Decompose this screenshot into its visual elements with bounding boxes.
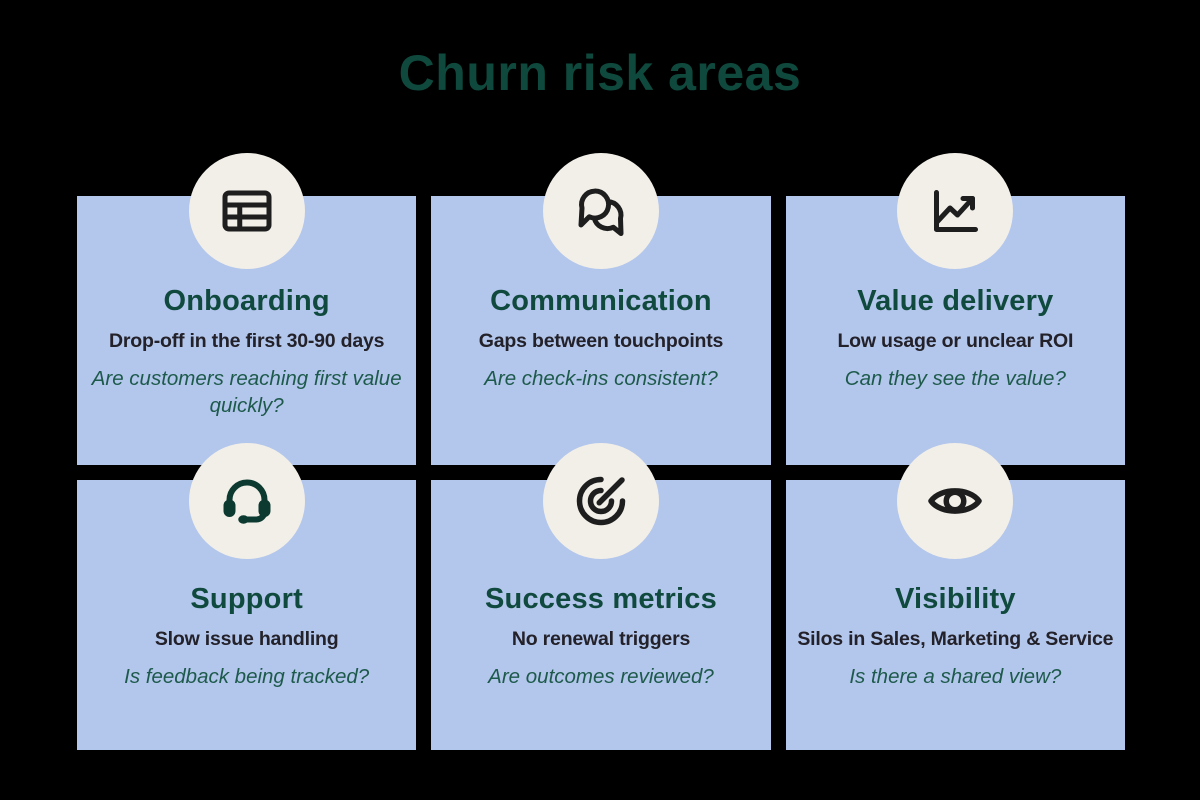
eye-icon <box>928 488 983 514</box>
icon-circle <box>188 443 305 559</box>
icon-circle <box>897 153 1014 269</box>
card-title: Visibility <box>894 583 1016 615</box>
icon-circle <box>897 443 1014 559</box>
card-subtitle: Slow issue handling <box>154 628 339 650</box>
card-subtitle: Silos in Sales, Marketing & Service <box>797 628 1114 650</box>
card-communication: Communication Gaps between touchpoints A… <box>431 153 771 465</box>
card-content: Communication Gaps between touchpoints A… <box>439 196 762 392</box>
card-content: Visibility Silos in Sales, Marketing & S… <box>794 480 1117 690</box>
card-subtitle: Gaps between touchpoints <box>478 330 724 352</box>
chat-bubbles-icon <box>578 188 624 236</box>
card-visibility: Visibility Silos in Sales, Marketing & S… <box>785 443 1125 750</box>
target-icon <box>576 476 626 526</box>
headset-icon <box>223 479 271 524</box>
card-subtitle: No renewal triggers <box>511 628 691 650</box>
card-question: Can they see the value? <box>844 367 1066 390</box>
card-onboarding: Onboarding Drop-off in the first 30-90 d… <box>77 153 417 465</box>
card-content: Success metrics No renewal triggers Are … <box>439 480 762 690</box>
card-value-delivery: Value delivery Low usage or unclear ROI … <box>785 153 1125 465</box>
cards-grid: Onboarding Drop-off in the first 30-90 d… <box>77 153 1125 750</box>
card-support: Support Slow issue handling Is feedback … <box>77 443 417 750</box>
icon-circle <box>188 153 305 269</box>
card-title: Communication <box>490 285 712 317</box>
table-icon <box>222 190 272 232</box>
card-title: Success metrics <box>485 583 717 615</box>
card-subtitle: Low usage or unclear ROI <box>837 330 1074 352</box>
icon-circle <box>542 153 659 269</box>
card-subtitle: Drop-off in the first 30-90 days <box>109 330 385 352</box>
card-title: Onboarding <box>163 285 330 317</box>
trend-chart-icon <box>934 190 979 232</box>
card-question: Is there a shared view? <box>849 665 1062 688</box>
card-success-metrics: Success metrics No renewal triggers Are … <box>431 443 771 750</box>
card-content: Support Slow issue handling Is feedback … <box>85 480 408 690</box>
card-content: Value delivery Low usage or unclear ROI … <box>794 196 1117 392</box>
card-title: Support <box>190 583 303 615</box>
card-question: Are check-ins consistent? <box>484 367 718 390</box>
page-title: Churn risk areas <box>398 45 802 101</box>
card-content: Onboarding Drop-off in the first 30-90 d… <box>85 196 408 419</box>
icon-circle <box>542 443 659 559</box>
card-question: Are outcomes reviewed? <box>488 665 714 688</box>
card-title: Value delivery <box>857 285 1054 317</box>
card-question: Is feedback being tracked? <box>124 665 370 688</box>
card-question: Are customers reaching first value quick… <box>91 367 402 417</box>
